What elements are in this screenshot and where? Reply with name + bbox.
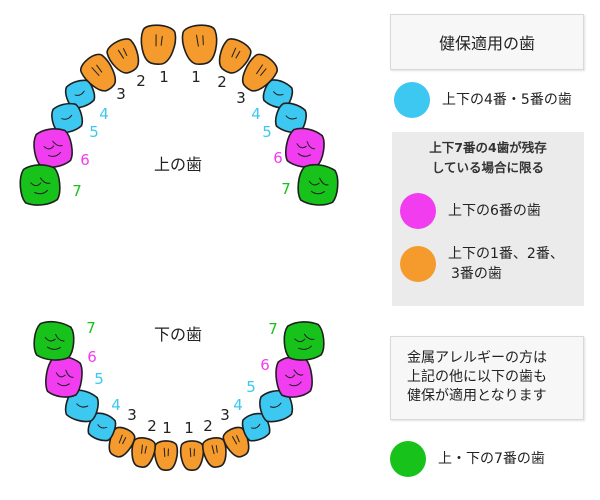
condition-text: 上下7番の4歯が残存 している場合に限る (392, 138, 584, 178)
lower-left-number-2: 2 (147, 417, 157, 435)
legend-item-1-2-3-line-2: 3番の歯 (451, 266, 502, 282)
lower-left-number-6: 6 (87, 348, 97, 366)
lower-right-tooth-7 (283, 321, 325, 361)
upper-right-tooth-7 (297, 163, 339, 206)
lower-right-number-4: 4 (233, 396, 243, 414)
allergy-line-1: 金属アレルギーの方は (407, 350, 547, 366)
lower-right-number-1: 1 (184, 419, 194, 437)
blue-dot-icon (394, 82, 430, 118)
insurance-title-box: 健保適用の歯 (390, 14, 584, 70)
orange-dot-icon (400, 246, 436, 282)
upper-right-number-1: 1 (191, 68, 201, 86)
lower-right-number-6: 6 (260, 356, 270, 374)
upper-right-number-2: 2 (217, 73, 227, 91)
lower-right-number-7: 7 (268, 320, 278, 338)
lower-left-tooth-4 (87, 412, 117, 442)
lower-left-tooth-6 (45, 355, 83, 398)
upper-left-tooth-6 (33, 128, 73, 169)
upper-left-number-4: 4 (99, 105, 109, 123)
legend-item-6: 上下の6番の歯 (400, 193, 541, 229)
upper-left-number-5: 5 (89, 123, 99, 141)
upper-right-tooth-1 (181, 24, 218, 66)
lower-right-number-5: 5 (246, 378, 256, 396)
lower-left-number-4: 4 (111, 396, 121, 414)
legend-item-1-2-3: 上下の1番、2番、 3番の歯 (400, 244, 564, 284)
legend-item-1-2-3-label: 上下の1番、2番、 3番の歯 (448, 244, 564, 284)
upper-left-number-1: 1 (159, 68, 169, 86)
legend-item-7-label: 上・下の7番の歯 (438, 451, 545, 467)
legend-item-4-5-label: 上下の4番・5番の歯 (442, 92, 572, 108)
upper-right-number-4: 4 (251, 105, 261, 123)
insurance-title: 健保適用の歯 (438, 34, 535, 53)
upper-left-number-3: 3 (116, 85, 126, 103)
upper-left-tooth-1 (140, 24, 177, 66)
lower-left-number-5: 5 (94, 370, 104, 388)
lower-left-tooth-5 (64, 389, 99, 423)
legend-item-7: 上・下の7番の歯 (390, 441, 545, 477)
lower-right-tooth-5 (259, 389, 294, 423)
lower-left-tooth-2 (131, 437, 156, 468)
upper-left-tooth-7 (19, 164, 61, 206)
upper-left-number-6: 6 (80, 151, 90, 169)
lower-right-tooth-4 (241, 412, 271, 442)
condition-line-2: している場合に限る (431, 160, 545, 175)
lower-right-tooth-1 (179, 440, 205, 471)
lower-left-tooth-1 (153, 440, 179, 471)
green-dot-icon (390, 441, 426, 477)
legend-item-1-2-3-line-1: 上下の1番、2番、 (448, 246, 564, 262)
upper-right-number-6: 6 (273, 149, 283, 167)
lower-left-number-1: 1 (162, 419, 172, 437)
upper-right-number-5: 5 (262, 123, 272, 141)
lower-right-number-3: 3 (220, 406, 230, 424)
lower-left-tooth-3 (108, 426, 136, 458)
lower-left-tooth-7 (33, 320, 75, 361)
upper-left-number-7: 7 (72, 182, 82, 200)
lower-left-number-7: 7 (86, 319, 96, 337)
upper-left-tooth-2 (106, 38, 140, 74)
allergy-note-box: 金属アレルギーの方は 上記の他に以下の歯も 健保が適用となります (390, 336, 584, 420)
upper-jaw-label: 上の歯 (154, 155, 202, 174)
lower-right-tooth-2 (202, 437, 227, 468)
allergy-line-2: 上記の他に以下の歯も (407, 369, 547, 385)
lower-jaw-label: 下の歯 (154, 325, 202, 344)
upper-right-number-7: 7 (281, 180, 291, 198)
upper-teeth (19, 24, 339, 206)
condition-line-1: 上下7番の4歯が残存 (429, 140, 547, 155)
lower-right-number-2: 2 (203, 417, 213, 435)
condition-box: 上下7番の4歯が残存 している場合に限る 上下の6番の歯 上下の1番、2番、 3… (392, 132, 584, 306)
magenta-dot-icon (400, 193, 436, 229)
upper-left-number-2: 2 (136, 72, 146, 90)
upper-right-tooth-2 (218, 38, 252, 74)
lower-right-tooth-3 (222, 426, 250, 458)
upper-left-tooth-5 (51, 102, 84, 134)
lower-teeth (33, 320, 325, 471)
lower-right-tooth-6 (275, 356, 313, 398)
legend-item-4-5: 上下の4番・5番の歯 (394, 82, 572, 118)
lower-left-number-3: 3 (127, 406, 137, 424)
upper-right-number-3: 3 (236, 89, 246, 107)
allergy-line-3: 健保が適用となります (407, 388, 547, 404)
legend-item-6-label: 上下の6番の歯 (448, 203, 541, 219)
